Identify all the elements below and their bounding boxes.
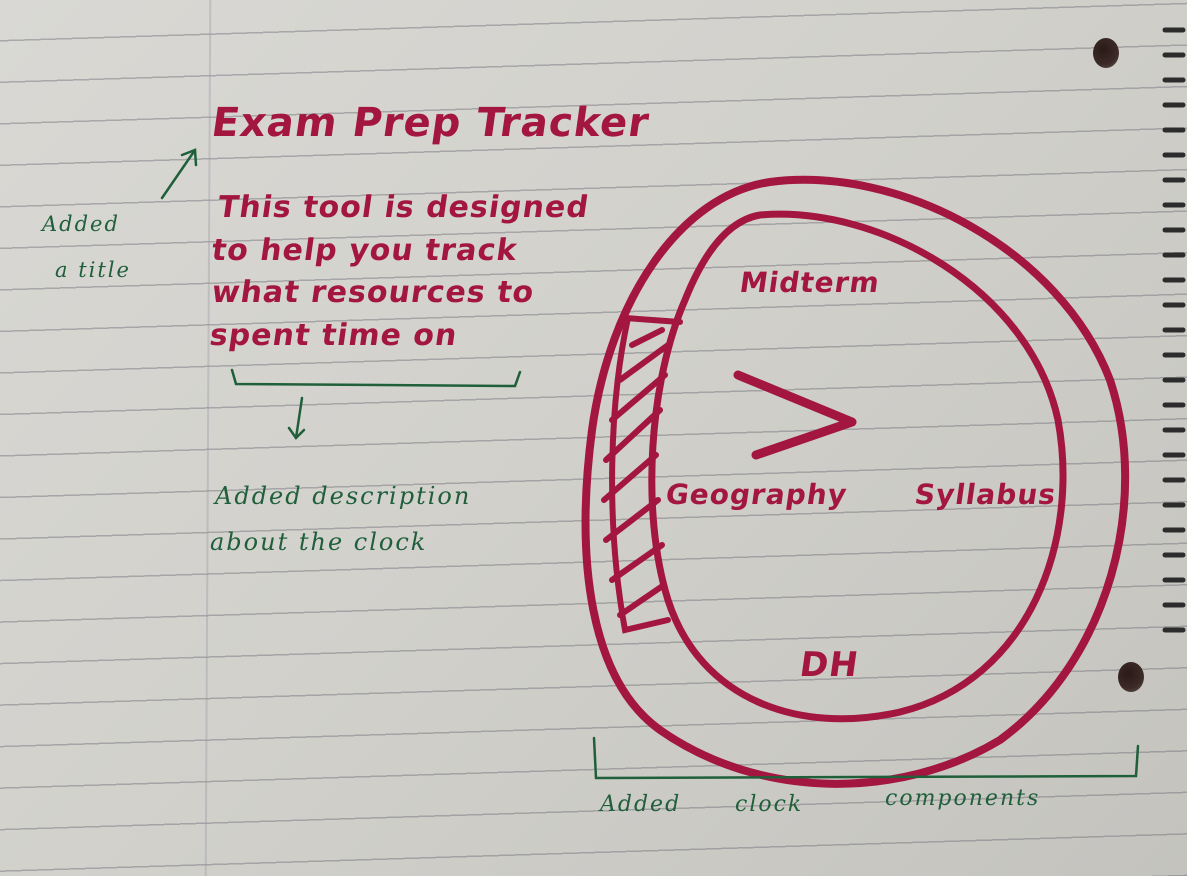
description-line-2: to help you track <box>209 233 520 268</box>
clock-bracket <box>592 736 1140 780</box>
spiral-binding <box>1162 27 1186 633</box>
description-note-line-2: about the clock <box>210 528 428 556</box>
clock-label-left: Geography <box>663 478 850 511</box>
clock-label-bottom: DH <box>797 645 862 685</box>
hatched-segment <box>601 315 683 634</box>
clock-note-word-1: Added <box>600 792 682 817</box>
description-line-4: spent time on <box>207 318 460 353</box>
title-note-line-2: a title <box>55 258 131 282</box>
clock-outer-ring <box>581 175 1130 788</box>
description-arrow <box>294 396 304 440</box>
description-line-3: what resources to <box>209 275 537 310</box>
description-line-1: This tool is designed <box>215 190 592 225</box>
clock-note-word-2: clock <box>735 792 804 817</box>
binder-hole-top <box>1093 38 1119 68</box>
clock-label-top: Midterm <box>737 266 883 299</box>
binder-hole-bottom <box>1118 662 1144 692</box>
title-arrow <box>160 148 197 200</box>
clock-hand <box>733 370 857 460</box>
clock-label-right: Syllabus <box>912 478 1059 511</box>
page-title: Exam Prep Tracker <box>208 100 653 146</box>
green-annotations <box>160 148 1140 780</box>
description-note-line-1: Added description <box>215 482 472 510</box>
title-note-line-1: Added <box>42 212 120 236</box>
description-bracket <box>230 368 522 388</box>
clock-note-word-3: components <box>885 786 1041 811</box>
